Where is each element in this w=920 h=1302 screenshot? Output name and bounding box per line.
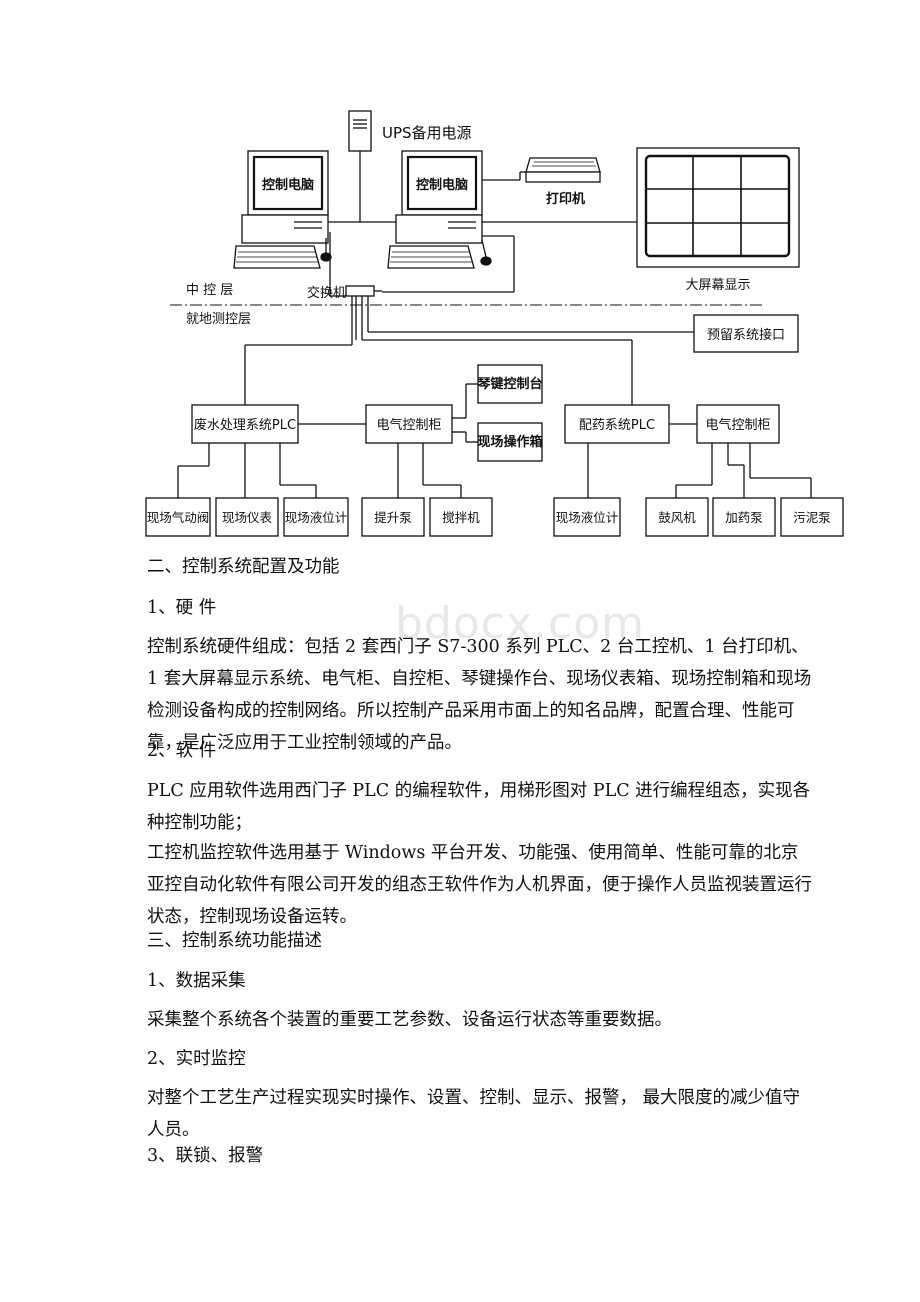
ups-label: UPS备用电源 — [382, 124, 472, 142]
switch-label: 交换机 — [307, 285, 346, 301]
reserved-interface-label: 预留系统接口 — [707, 327, 785, 343]
pc-left-label: 控制电脑 — [262, 177, 314, 193]
monitor-title: 2、实时监控 — [147, 1049, 246, 1069]
plc-wastewater-label: 废水处理系统PLC — [194, 417, 296, 433]
interlock-title: 3、联锁、报警 — [147, 1146, 264, 1166]
mixer-label: 搅拌机 — [442, 510, 480, 525]
right-computer-icon — [387, 150, 492, 269]
section2-title: 二、控制系统配置及功能 — [147, 557, 340, 577]
software-text-2: 工控机监控软件选用基于 Windows 平台开发、功能强、使用简单、性能可靠的北… — [147, 843, 812, 927]
cabinet-right-label: 电气控制柜 — [705, 417, 770, 433]
sludge-pump-label: 污泥泵 — [793, 510, 831, 525]
software-title: 2、软 件 — [147, 741, 217, 761]
printer-label: 打印机 — [546, 191, 585, 207]
left-computer-icon — [233, 150, 332, 269]
blower-label: 鼓风机 — [658, 510, 696, 525]
valve-label: 现场气动阀 — [147, 510, 210, 525]
lift-pump-label: 提升泵 — [374, 510, 412, 525]
acq-text: 采集整个系统各个装置的重要工艺参数、设备运行状态等重要数据。 — [147, 1010, 672, 1030]
switch-icon — [345, 285, 375, 297]
ups-icon — [348, 110, 372, 152]
central-layer-label: 中 控 层 — [186, 283, 233, 298]
meter-label: 现场仪表 — [222, 510, 273, 525]
pc-right-label: 控制电脑 — [416, 177, 468, 193]
console-label: 琴键控制台 — [477, 376, 542, 392]
level-left-label: 现场液位计 — [285, 510, 348, 525]
control-system-diagram: UPS备用电源 控制电脑 控制电脑 打印机 大屏幕显示 中 控 层 交换机 就地… — [145, 110, 844, 537]
acq-title: 1、数据采集 — [147, 971, 246, 991]
software-text-1: PLC 应用软件选用西门子 PLC 的编程软件，用梯形图对 PLC 进行编程组态… — [147, 781, 811, 833]
watermark: bdocx.com — [395, 598, 645, 649]
cabinet-left-label: 电气控制柜 — [376, 417, 441, 433]
hardware-title: 1、硬 件 — [147, 598, 217, 618]
section3-title: 三、控制系统功能描述 — [147, 931, 322, 951]
field-box-label: 现场操作箱 — [477, 434, 542, 450]
field-layer-label: 就地测控层 — [186, 312, 251, 327]
big-screen-icon — [636, 147, 800, 268]
big-screen-label: 大屏幕显示 — [685, 278, 750, 293]
monitor-text: 对整个工艺生产过程实现实时操作、设置、控制、显示、报警， 最大限度的减少值守人员… — [147, 1088, 801, 1140]
dosing-pump-label: 加药泵 — [725, 510, 763, 525]
plc-dosing-label: 配药系统PLC — [579, 418, 655, 433]
printer-icon — [520, 157, 601, 183]
hardware-text: 控制系统硬件组成：包括 2 套西门子 S7-300 系列 PLC、2 台工控机、… — [147, 637, 812, 753]
level-right-label: 现场液位计 — [556, 510, 619, 525]
